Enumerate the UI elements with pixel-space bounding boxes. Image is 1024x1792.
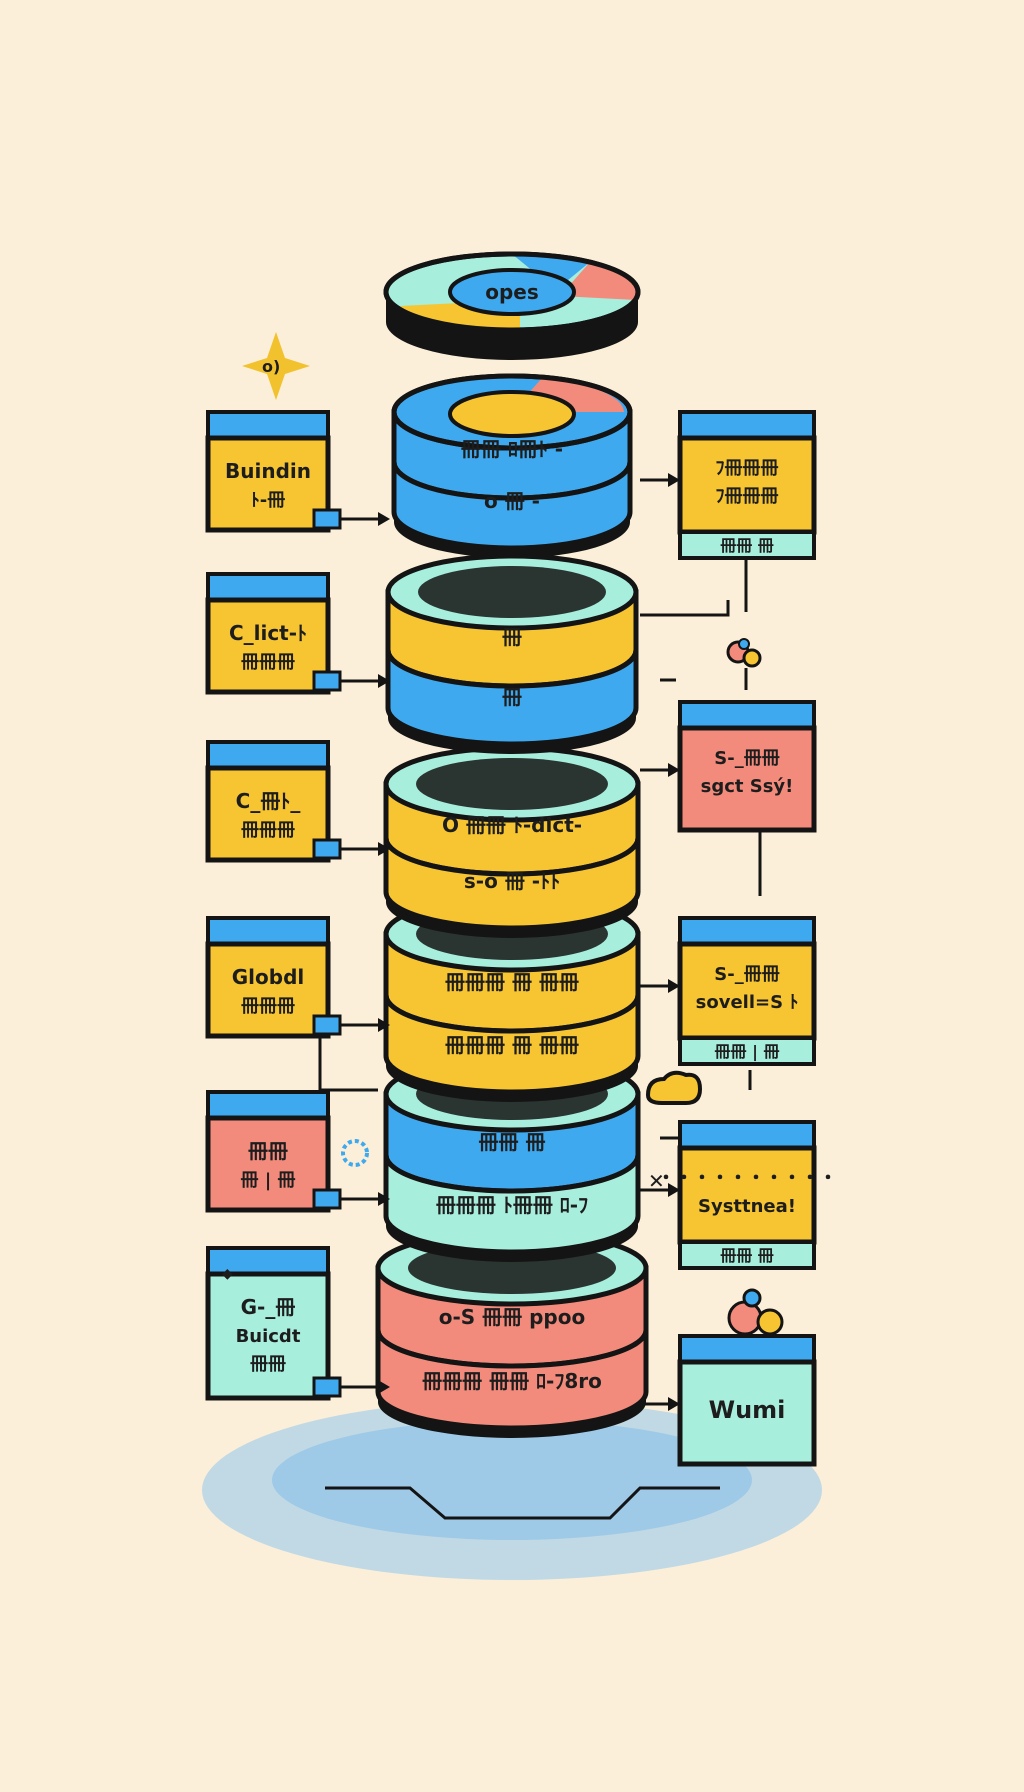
layer-label-bottom: o 冊 -	[484, 489, 540, 513]
ground-shadow-inner	[272, 1420, 752, 1540]
layer-label-top: O 冊冊 ﾄ-dict-	[442, 813, 582, 837]
left-box-subtitle: 冊 | 冊	[240, 1170, 295, 1191]
right-box-title: ﾌ冊冊冊	[716, 458, 779, 479]
flower-icon	[726, 638, 762, 668]
sparkle-label: o)	[262, 357, 280, 376]
layer-label-bottom: s-o 冊 -ﾄﾄ	[464, 869, 560, 893]
left-box-title: Globdl	[232, 965, 305, 989]
left-box-subtitle: 冊冊冊	[241, 652, 295, 673]
layer-label-top: 冊冊 冊	[479, 1130, 546, 1154]
right-box-subtitle: ﾌ冊冊冊	[716, 486, 779, 507]
right-box-title: S-_冊冊	[714, 964, 779, 985]
left-box-subtitle: ﾄ-冊	[251, 490, 285, 511]
layer-label-top: o-S 冊冊 ppoo	[439, 1305, 585, 1329]
right-box-footer: 冊冊 | 冊	[715, 1042, 780, 1062]
layer-label-top: 冊冊冊 冊 冊冊	[445, 970, 579, 994]
left-box-subtitle: 冊冊冊	[241, 820, 295, 841]
top-disc: opes	[383, 251, 641, 360]
base-line	[325, 1486, 720, 1520]
left-box-2: C_lict-ﾄ 冊冊冊	[205, 572, 390, 695]
right-box-title: ・・・・・・・・・・	[657, 1168, 837, 1189]
stack-layer-1: 冊冊 ﾛ冊ﾄ - o 冊 -	[391, 373, 633, 558]
character-icon	[727, 1288, 784, 1336]
stack-layer-6: o-S 冊冊 ppoo 冊冊冊 冊冊 ﾛ-ﾌ8ro	[375, 1229, 649, 1438]
sparkle-icon: o)	[242, 332, 310, 400]
left-box-title: G-_冊	[241, 1295, 296, 1319]
left-box-4: Globdl 冊冊冊	[205, 916, 390, 1039]
top-disc-label-bg	[448, 268, 576, 316]
cross-icon: ✕	[648, 1169, 665, 1193]
right-box-footer: 冊冊 冊	[720, 1246, 774, 1265]
right-box-footer: 冊冊 冊	[720, 536, 774, 555]
gear-icon	[341, 1139, 369, 1167]
layer-label-bottom: 冊冊冊 冊冊 ﾛ-ﾌ8ro	[422, 1369, 602, 1393]
left-box-6: G-_冊 Buicdt 冊冊	[205, 1246, 390, 1401]
layer-label-bottom: 冊冊冊 冊 冊冊	[445, 1033, 579, 1057]
left-boxes: Buindinﾄ-冊C_lict-ﾄ冊冊冊C_冊ﾄ_冊冊冊Globdl冊冊冊冊冊…	[205, 410, 390, 1401]
right-box-subtitle: sgct Ssý!	[701, 776, 794, 797]
layer-label-top: 冊冊 ﾛ冊ﾄ -	[461, 437, 563, 461]
layer-label-top: 冊	[502, 625, 522, 649]
right-box-5: Wumi	[640, 1334, 817, 1467]
left-box-subtitle: 冊冊冊	[241, 996, 295, 1017]
left-box-3: C_冊ﾄ_ 冊冊冊	[205, 740, 390, 863]
stack-layer-2: 冊冊	[385, 553, 639, 754]
right-box-3: S-_冊冊 sovell=S ﾄ 冊冊 | 冊	[640, 916, 817, 1066]
right-box-title: Wumi	[709, 1396, 786, 1424]
left-box-title: 冊冊	[248, 1139, 288, 1163]
left-box-5: 冊冊冊 | 冊	[205, 1090, 390, 1213]
left-box-title: Buindin	[225, 459, 311, 483]
stack-layer-3: O 冊冊 ﾄ-dict-s-o 冊 -ﾄﾄ	[383, 745, 641, 938]
left-box-subtitle: Buicdt	[236, 1326, 301, 1347]
cloud-icon	[645, 1070, 703, 1105]
right-box-title: S-_冊冊	[714, 748, 779, 769]
right-box-subtitle: sovell=S ﾄ	[696, 992, 799, 1013]
ground-shadow	[202, 1400, 822, 1580]
top-disc-label: opes	[485, 280, 539, 304]
right-box-4: ・・・・・・・・・・ Systtnea! 冊冊 冊	[640, 1120, 837, 1270]
left-box-1: Buindin ﾄ-冊	[205, 410, 390, 533]
connector-line	[640, 600, 730, 617]
right-box-subtitle: Systtnea!	[698, 1196, 796, 1217]
layer-label-bottom: 冊冊冊 ﾄ冊冊 ﾛ-ﾌ	[436, 1193, 588, 1217]
left-box-title: C_冊ﾄ_	[236, 789, 301, 813]
diamond-icon: ◆	[222, 1266, 233, 1282]
left-box-extra: 冊冊	[250, 1354, 286, 1375]
layer-label-bottom: 冊	[502, 685, 522, 709]
left-box-title: C_lict-ﾄ	[229, 621, 307, 645]
